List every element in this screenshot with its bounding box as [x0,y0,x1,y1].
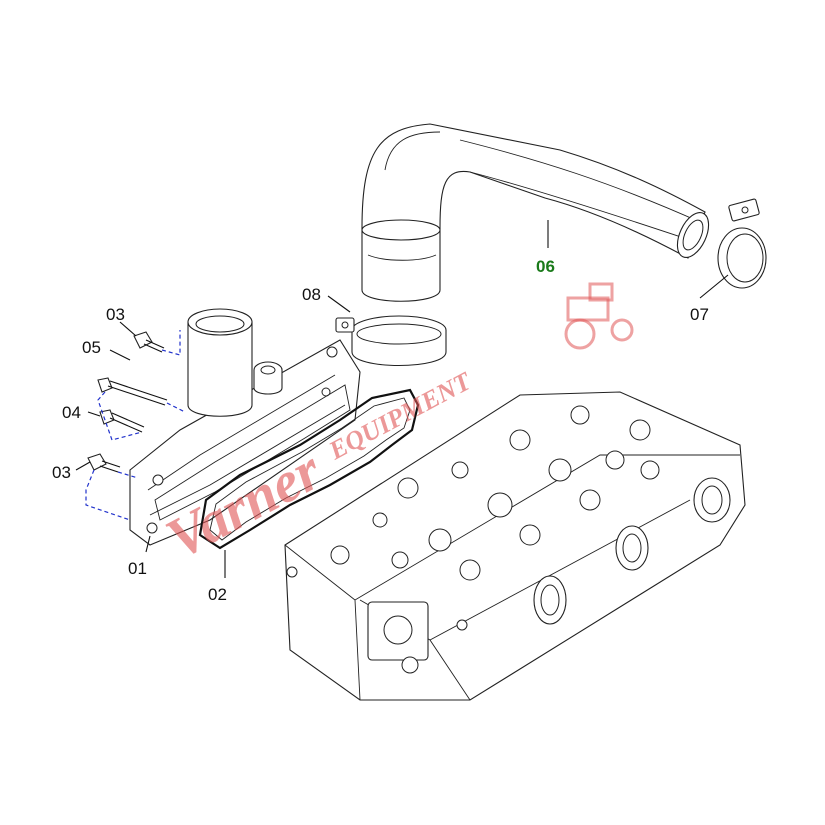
clamp-07 [717,198,767,289]
callout-03-lower: 03 [52,463,71,482]
bolt-03-lower [87,453,121,473]
callout-03-upper: 03 [106,305,125,324]
bolt-03-upper [133,331,165,353]
callout-05: 05 [82,338,101,357]
head-ports [330,405,660,581]
gasket-02 [198,388,420,550]
callout-06: 06 [536,257,555,276]
cylinder-head [284,391,746,701]
callout-08: 08 [302,285,321,304]
callout-07: 07 [690,305,709,324]
callout-02: 02 [208,585,227,604]
alignment-leaders [85,330,186,521]
outlet-housing-01 [129,308,361,546]
hose-06 [361,123,710,302]
callout-labels: 03 05 04 03 01 02 06 07 08 [52,257,709,604]
clamp-08 [335,315,447,367]
callout-01: 01 [128,559,147,578]
leader-lines [75,220,729,578]
tractor-icon [564,282,634,350]
bolt-05 [97,377,168,406]
bolt-04 [99,409,145,433]
callout-04: 04 [62,403,81,422]
